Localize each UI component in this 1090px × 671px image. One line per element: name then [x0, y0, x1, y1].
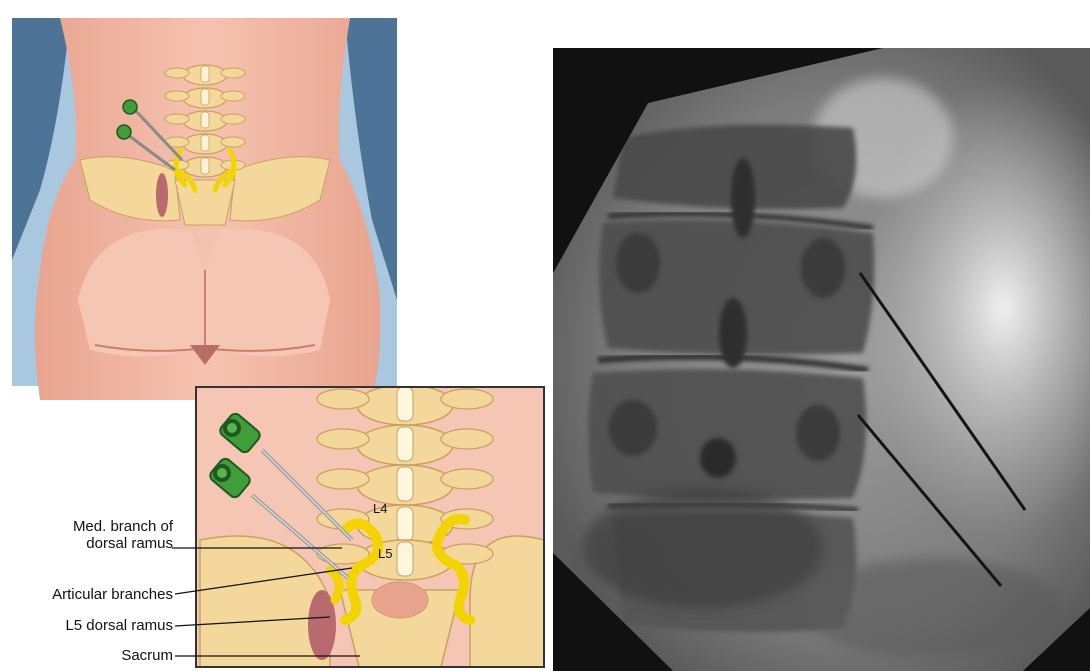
anatomical-illustration: L4 L5 — [0, 0, 555, 671]
label-med-branch: Med. branch of dorsal ramus — [73, 518, 173, 552]
inset-detail: L4 L5 — [172, 385, 544, 671]
fluoroscopy-image — [553, 48, 1090, 671]
label-l5-dorsal-ramus: L5 dorsal ramus — [65, 617, 173, 634]
torso-figure — [12, 18, 397, 400]
label-med-branch-line2: dorsal ramus — [73, 535, 173, 552]
label-articular-branches: Articular branches — [52, 586, 173, 603]
label-med-branch-line1: Med. branch of — [73, 518, 173, 535]
label-l5: L5 — [378, 546, 392, 561]
label-l4: L4 — [373, 501, 387, 516]
label-sacrum: Sacrum — [121, 647, 173, 664]
